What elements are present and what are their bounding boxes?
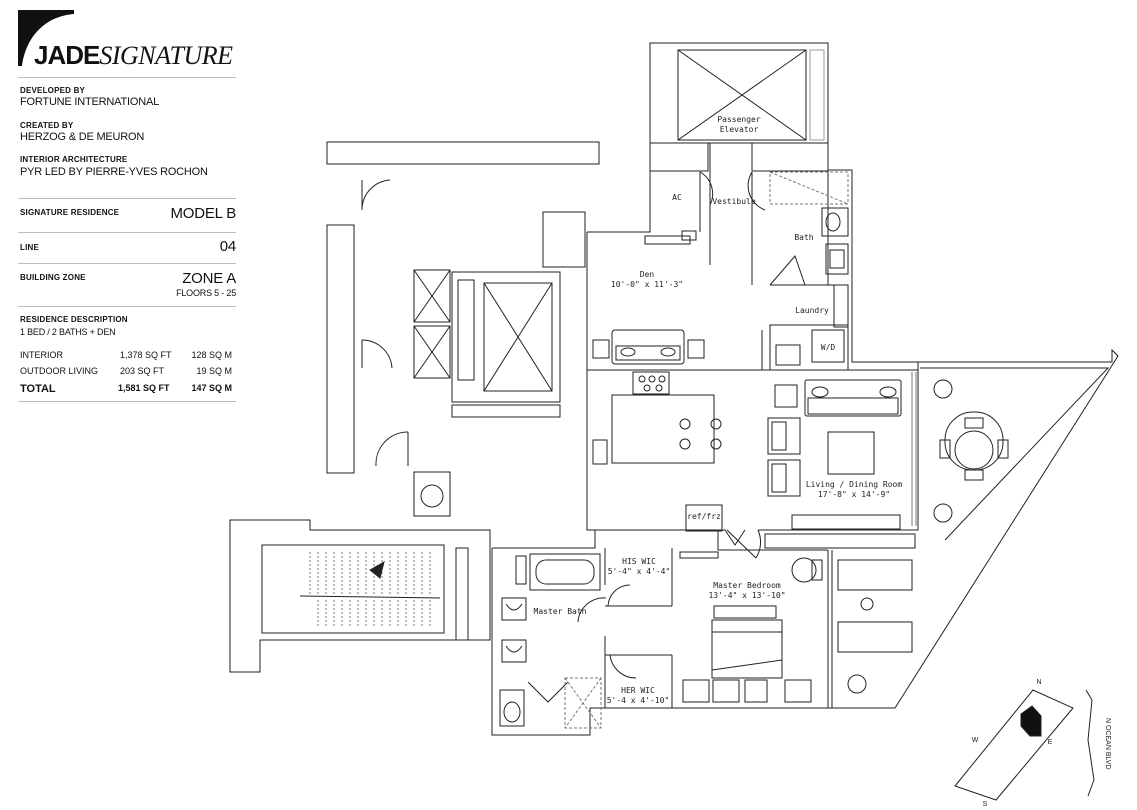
line-label: LINE <box>20 243 40 252</box>
area-name: INTERIOR <box>20 350 64 360</box>
street-label: N OCEAN BLVD <box>1104 718 1111 770</box>
divider <box>18 77 236 78</box>
area-name: OUTDOOR LIVING <box>20 366 99 376</box>
area-sqft: 1,581 SQ FT <box>118 383 170 393</box>
label-elevator-2: Elevator <box>720 125 759 134</box>
kitchen <box>592 371 723 532</box>
divider <box>18 232 236 233</box>
living-room-furniture <box>767 372 917 530</box>
compass-north: N <box>1036 679 1041 686</box>
label-refrigerator: ref/frz <box>687 512 721 521</box>
label-den: Den <box>640 270 655 279</box>
line-value: 04 <box>219 238 236 255</box>
logo-mark-icon <box>18 10 74 66</box>
trash-chute <box>413 471 451 517</box>
label-laundry: Laundry <box>795 306 829 315</box>
compass-south: S <box>983 801 988 808</box>
label-living-dimensions: 17'-8" x 14'-9" <box>818 490 890 499</box>
area-sqft: 1,378 SQ FT <box>120 350 172 360</box>
label-his-wic: HIS WIC <box>622 557 656 566</box>
label-elevator-1: Passenger <box>717 115 761 124</box>
area-sqm: 147 SQ M <box>191 383 232 393</box>
zone-value: ZONE A <box>182 270 236 287</box>
signature-value: MODEL B <box>170 205 236 222</box>
label-master-bedroom: Master Bedroom <box>713 581 781 590</box>
brand-logo: JADESIGNATURE <box>34 40 233 71</box>
corridor-wall-left <box>326 224 355 474</box>
divider <box>18 198 236 199</box>
label-his-wic-dimensions: 5'-4" x 4'-4" <box>608 567 671 576</box>
apartment-walls <box>586 142 919 531</box>
divider <box>18 306 236 307</box>
label-master-bedroom-dimensions: 13'-4" x 13'-10" <box>708 591 785 600</box>
compass-west: W <box>972 737 979 744</box>
info-panel: JADESIGNATURE DEVELOPED BY FORTUNE INTER… <box>0 0 240 810</box>
description-value: 1 BED / 2 BATHS + DEN <box>20 327 116 337</box>
area-sqm: 19 SQ M <box>196 366 232 376</box>
description-label: RESIDENCE DESCRIPTION <box>20 315 128 324</box>
area-sqm: 128 SQ M <box>191 350 232 360</box>
corridor-wall <box>326 141 600 165</box>
label-ac: AC <box>672 193 682 202</box>
signature-label: SIGNATURE RESIDENCE <box>20 208 120 217</box>
label-living-dining: Living / Dining Room <box>806 480 903 489</box>
area-name: TOTAL <box>20 383 56 395</box>
brand-name-bold: JADE <box>34 40 100 70</box>
label-washer-dryer: W/D <box>821 343 836 352</box>
credit-label-creator: CREATED BY <box>20 121 74 130</box>
bedroom-wing <box>491 529 828 736</box>
credit-label-interior: INTERIOR ARCHITECTURE <box>20 155 128 164</box>
zone-floors: FLOORS 5 - 25 <box>176 288 236 298</box>
credit-value-interior: PYR LED BY PIERRE-YVES ROCHON <box>20 166 208 178</box>
brand-name-italic: SIGNATURE <box>99 41 233 70</box>
label-her-wic-dimensions: 5'-4 x 4'-10" <box>607 696 670 705</box>
terrace <box>764 348 1119 709</box>
stairwell <box>229 519 491 673</box>
area-sqft: 203 SQ FT <box>120 366 165 376</box>
den-furniture <box>592 329 705 365</box>
credit-value-creator: HERZOG & DE MEURON <box>20 131 145 143</box>
door-swing <box>361 179 391 209</box>
credit-label-developer: DEVELOPED BY <box>20 86 86 95</box>
room-labels: Passenger Elevator AC Vestibule Bath Den… <box>534 115 903 705</box>
elevator-bank <box>413 269 561 418</box>
label-master-bath: Master Bath <box>534 607 587 616</box>
divider <box>18 401 236 402</box>
site-locator <box>954 689 1095 801</box>
compass-east: E <box>1048 739 1053 746</box>
zone-label: BUILDING ZONE <box>20 273 86 282</box>
credit-value-developer: FORTUNE INTERNATIONAL <box>20 96 160 108</box>
label-her-wic: HER WIC <box>621 686 655 695</box>
divider <box>18 263 236 264</box>
label-vestibule: Vestibule <box>712 197 756 206</box>
label-bath: Bath <box>794 233 813 242</box>
label-den-dimensions: 10'-0" x 11'-3" <box>611 280 683 289</box>
compass-labels: N W E S N OCEAN BLVD <box>972 679 1111 808</box>
